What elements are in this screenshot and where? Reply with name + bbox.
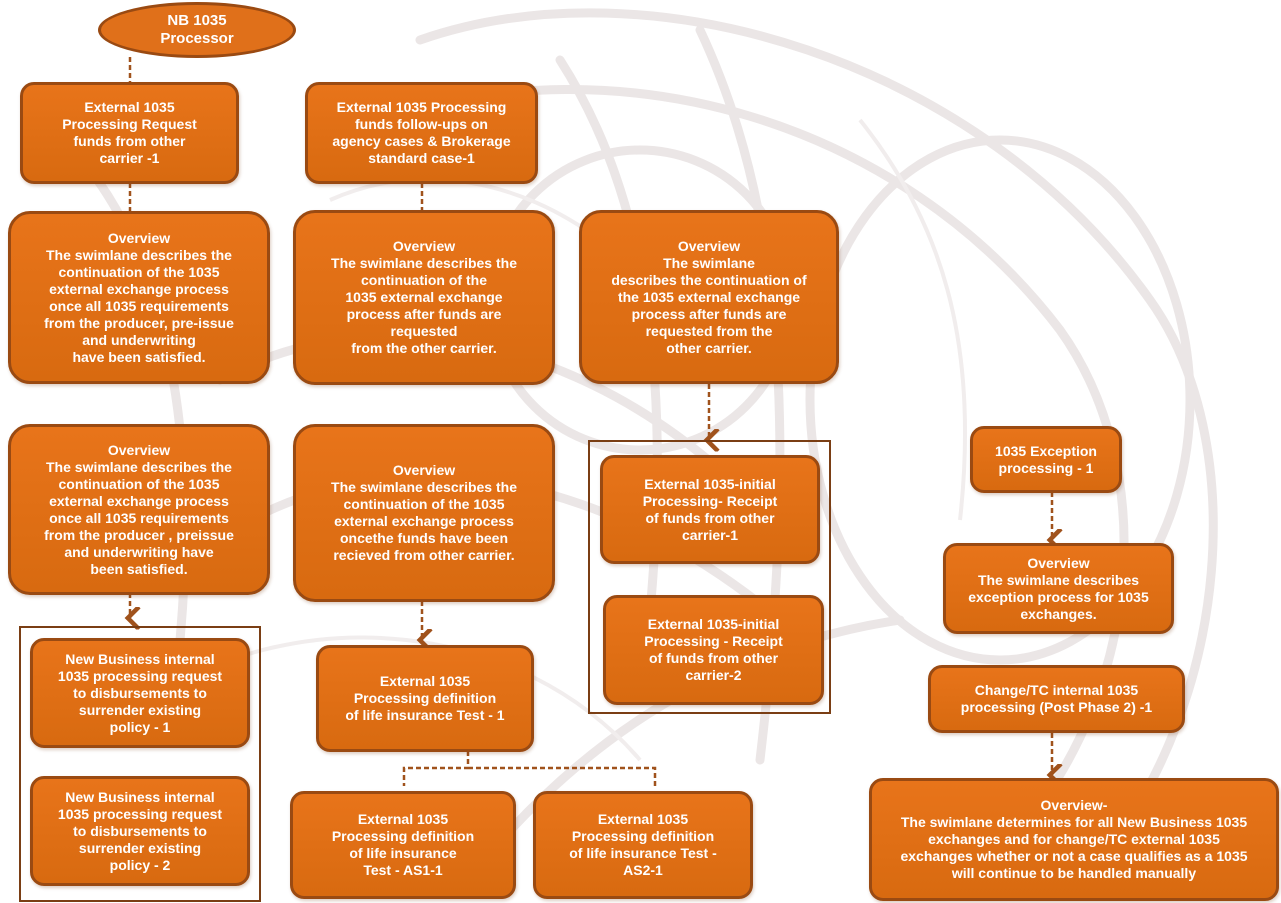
external-1035-initial-processing-box-2[interactable]: External 1035-initial Processing - Recei… — [603, 595, 824, 705]
external-1035-test-as2-box[interactable]: External 1035 Processing definition of l… — [533, 791, 753, 899]
overview-box-c1-top[interactable]: Overview The swimlane describes the cont… — [8, 211, 270, 384]
overview-box-exception[interactable]: Overview The swimlane describes exceptio… — [943, 543, 1174, 634]
connector-definition-split — [402, 751, 657, 786]
overview-box-c1-bottom[interactable]: Overview The swimlane describes the cont… — [8, 424, 270, 595]
external-1035-test-as1-box[interactable]: External 1035 Processing definition of l… — [290, 791, 516, 899]
external-1035-funds-followups-box[interactable]: External 1035 Processing funds follow-up… — [305, 82, 538, 184]
exception-processing-box[interactable]: 1035 Exception processing - 1 — [970, 426, 1122, 493]
nb-internal-requests-group — [19, 626, 261, 902]
overview-box-determination[interactable]: Overview- The swimlane determines for al… — [869, 778, 1279, 901]
external-1035-initial-processing-box-1[interactable]: External 1035-initial Processing- Receip… — [600, 455, 820, 564]
nb-1035-processor-start[interactable]: NB 1035 Processor — [98, 2, 296, 58]
change-tc-internal-1035-box[interactable]: Change/TC internal 1035 processing (Post… — [928, 665, 1185, 733]
nb-internal-1035-request-box-2[interactable]: New Business internal 1035 processing re… — [30, 776, 250, 886]
overview-box-c3[interactable]: Overview The swimlane describes the cont… — [579, 210, 839, 384]
overview-box-c2-top[interactable]: Overview The swimlane describes the cont… — [293, 210, 555, 385]
initial-processing-group — [588, 440, 831, 714]
external-1035-definition-test-box[interactable]: External 1035 Processing definition of l… — [316, 645, 534, 752]
overview-box-c2-bottom[interactable]: Overview The swimlane describes the cont… — [293, 424, 555, 602]
external-1035-request-funds-box[interactable]: External 1035 Processing Request funds f… — [20, 82, 239, 184]
nb-internal-1035-request-box-1[interactable]: New Business internal 1035 processing re… — [30, 638, 250, 748]
